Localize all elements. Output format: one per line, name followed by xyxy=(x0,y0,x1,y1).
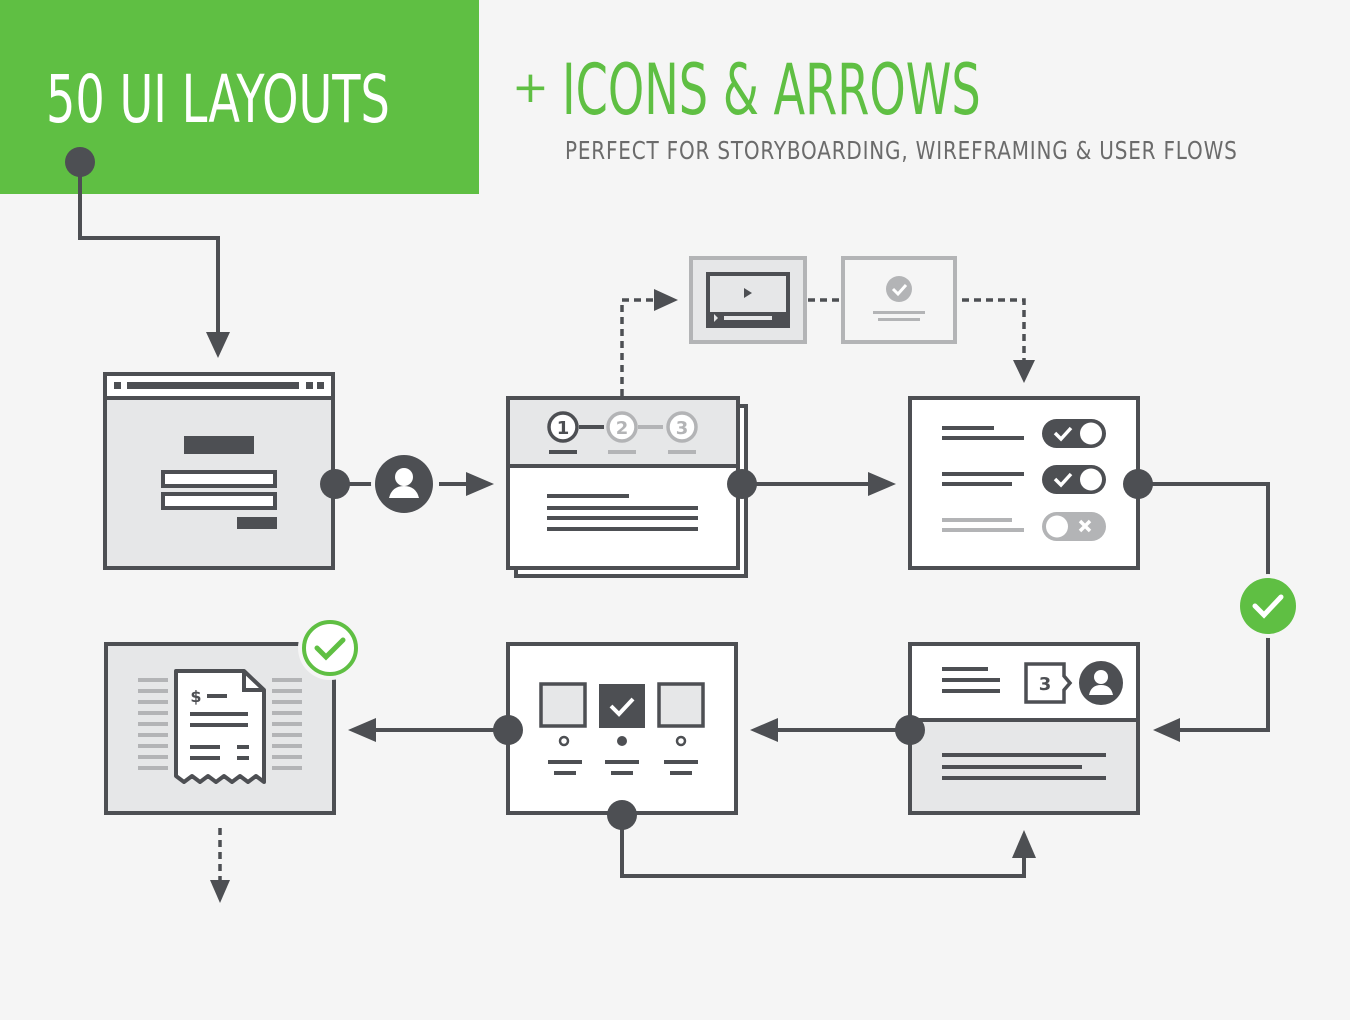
radio-icon xyxy=(558,735,570,747)
step-3-label: 3 xyxy=(676,418,689,439)
start-connector xyxy=(78,164,220,338)
checkbox-checked-icon xyxy=(599,684,645,728)
connector-3-check xyxy=(1138,482,1270,577)
toggle-off-icon xyxy=(1042,512,1106,541)
arrow-icon xyxy=(466,472,494,496)
arrow-icon xyxy=(868,472,896,496)
connector-dot xyxy=(895,715,925,745)
connector-dot xyxy=(320,469,350,499)
tagline: PERFECT FOR STORYBOARDING, WIREFRAMING &… xyxy=(565,136,1238,165)
page-title: 50 UI LAYOUTS xyxy=(46,61,390,138)
step-1-label: 1 xyxy=(557,418,570,439)
browser-dot xyxy=(317,382,324,389)
arrow-icon xyxy=(1013,360,1035,383)
step-2-label: 2 xyxy=(616,418,629,439)
radio-icon xyxy=(675,735,687,747)
screen-settings-toggles[interactable] xyxy=(908,396,1140,570)
browser-dot xyxy=(306,382,313,389)
dashed-2-video xyxy=(620,298,658,396)
arrow-icon xyxy=(750,718,778,742)
dashed-confirm-3 xyxy=(962,298,1026,364)
avatar-icon xyxy=(1079,661,1123,705)
screen-receipt[interactable]: $ xyxy=(104,642,336,815)
option-card xyxy=(657,682,705,728)
notification-badge-icon: 3 xyxy=(1024,662,1073,704)
connector-loop xyxy=(620,815,1026,878)
arrow-icon xyxy=(1153,718,1180,742)
radio-icon xyxy=(617,736,627,746)
play-icon xyxy=(744,288,752,298)
browser-dot xyxy=(114,382,121,389)
arrow-icon xyxy=(210,880,230,903)
screen-selection[interactable] xyxy=(506,642,738,815)
check-circle-icon xyxy=(1236,574,1300,638)
page-subtitle: ICONS & ARROWS xyxy=(562,49,981,131)
screen-profile[interactable]: 3 xyxy=(908,642,1140,815)
notification-count: 3 xyxy=(1039,674,1052,695)
address-bar xyxy=(127,382,299,389)
toggle-on-icon xyxy=(1042,419,1106,448)
arrow-icon xyxy=(206,332,230,358)
receipt-icon: $ xyxy=(174,669,266,784)
start-dot xyxy=(65,147,95,177)
step-3-icon xyxy=(666,411,698,443)
plus-sign: + xyxy=(512,62,549,113)
connectors xyxy=(78,164,1270,878)
form-field xyxy=(161,470,277,488)
toggle-on-icon xyxy=(1042,465,1106,494)
check-circle-icon xyxy=(886,276,912,302)
submit-button xyxy=(237,517,277,529)
check-circle-icon xyxy=(298,616,362,680)
background-text-lines xyxy=(138,678,302,770)
arrow-icon xyxy=(654,289,678,311)
connector-dot xyxy=(1123,469,1153,499)
currency-symbol: $ xyxy=(190,687,201,706)
arrow-icon xyxy=(348,718,376,742)
screen-login-form[interactable] xyxy=(103,372,335,570)
form-field xyxy=(161,492,277,510)
connector-dot xyxy=(727,469,757,499)
arrow-icon xyxy=(1012,830,1036,858)
step-2-icon xyxy=(606,411,638,443)
connector-check-4 xyxy=(1175,637,1270,732)
form-heading xyxy=(184,436,254,454)
screen-stepper[interactable]: 1 2 3 xyxy=(506,396,748,578)
user-icon[interactable] xyxy=(371,451,437,517)
screen-video[interactable] xyxy=(689,256,807,344)
connector-dot xyxy=(493,715,523,745)
dashed-connectors xyxy=(218,298,1026,882)
screen-confirmation[interactable] xyxy=(841,256,957,344)
step-1-icon xyxy=(547,411,579,443)
option-card xyxy=(539,682,587,728)
connector-dot xyxy=(607,800,637,830)
arrowheads xyxy=(206,289,1180,903)
